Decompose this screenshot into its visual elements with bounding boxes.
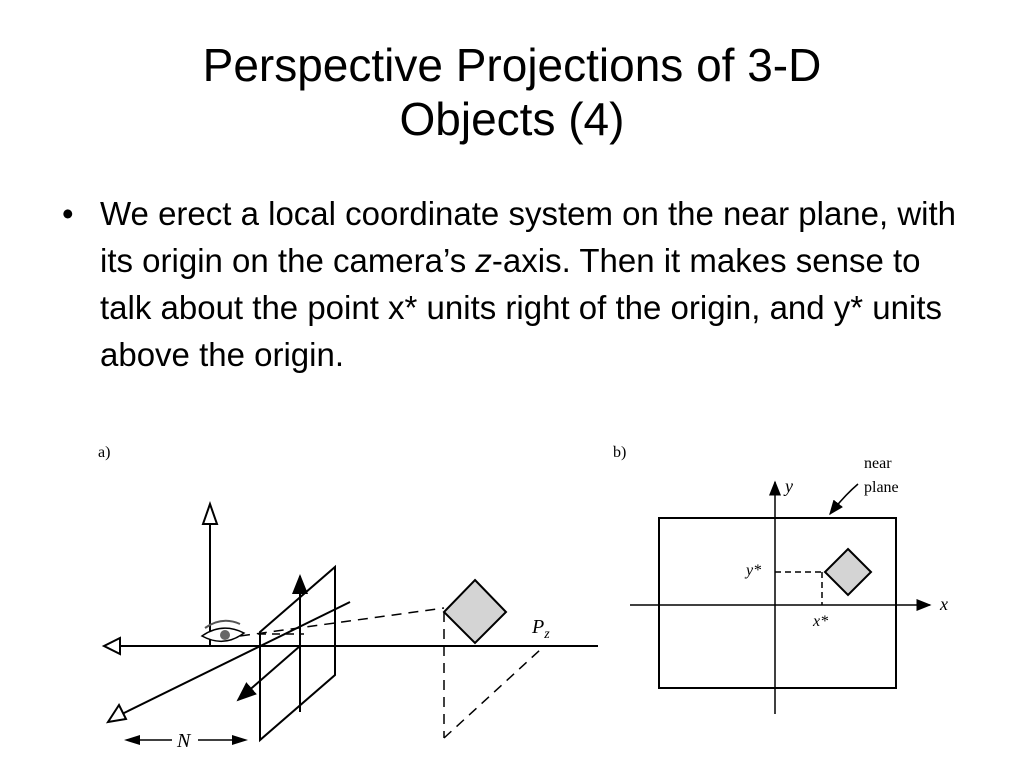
- figure-b-panel-label: b): [613, 444, 626, 461]
- n-dimension-arrow-left: [124, 735, 140, 745]
- slide-title: Perspective Projections of 3-D Objects (…: [40, 38, 984, 146]
- floor-projection-line: [443, 649, 541, 739]
- n-label: N: [176, 730, 192, 752]
- bullet-text-part-1: We erect a local coordinate system on th…: [100, 195, 957, 279]
- bullet-text: We erect a local coordinate system on th…: [100, 190, 960, 378]
- bullet-text-italic-z: z: [475, 242, 492, 279]
- title-line-1: Perspective Projections of 3-D: [202, 39, 822, 91]
- near-plane-outline: [259, 564, 336, 743]
- object-diamond: [442, 578, 508, 645]
- near-plane-rectangle: [658, 517, 897, 689]
- figure-a-perspective-diagram: a) Pz N: [98, 444, 598, 752]
- diagonal-axis-hollow-arrow: [105, 702, 128, 724]
- x-star-label: x*: [812, 613, 828, 630]
- z-axis-hollow-arrow: [101, 636, 121, 656]
- bullet-dot: •: [62, 195, 74, 232]
- figure-a-panel-label: a): [98, 444, 110, 461]
- eye-icon: [200, 619, 246, 642]
- near-plane-label-line-2: plane: [864, 479, 899, 496]
- x-axis-label: x: [939, 594, 948, 614]
- projection-ray: [239, 607, 445, 637]
- object-diamond-projected: [823, 547, 873, 597]
- figure-b-near-plane-diagram: b) near plane y x y* x*: [613, 444, 948, 714]
- title-line-2: Objects (4): [399, 93, 625, 145]
- y-axis-label: y: [783, 476, 793, 496]
- pz-label: Pz: [531, 616, 550, 642]
- vertical-axis-hollow-arrow: [201, 500, 219, 525]
- near-plane-label-line-1: near: [864, 455, 892, 472]
- y-star-label: y*: [744, 562, 761, 579]
- near-plane-x-axis: [236, 645, 301, 702]
- diagonal-axis: [121, 601, 351, 715]
- near-plane-pointer-arrow: [829, 483, 859, 516]
- bullet-text-part-2: -axis. Then it makes sense to talk about…: [100, 242, 943, 373]
- n-dimension-arrow-right: [232, 735, 248, 745]
